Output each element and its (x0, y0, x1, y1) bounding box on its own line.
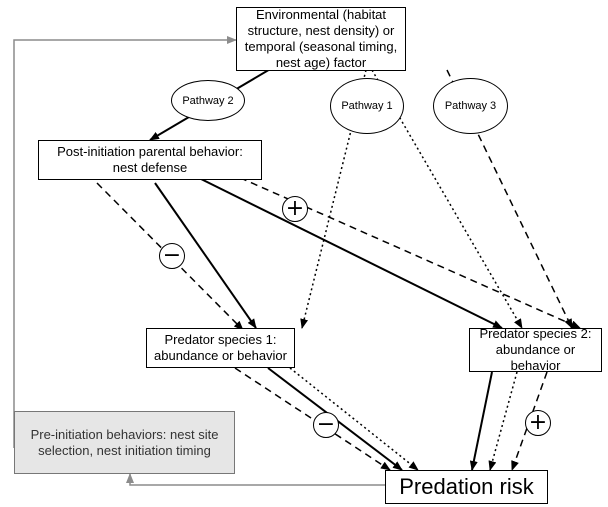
predator2-dotted-to-risk (488, 371, 518, 471)
minus-sign-predator1: − (313, 412, 339, 438)
parental-solid-to-predator1 (154, 182, 257, 329)
plus-sign-parental: + (282, 196, 308, 222)
parental-behavior-box: Post-initiation parental behavior: nest … (38, 140, 262, 180)
pathway-1-ellipse: Pathway 1 (330, 78, 404, 134)
predation-risk-box: Predation risk (385, 470, 548, 504)
feedback-line-to-factor (13, 36, 237, 448)
predator-1-box: Predator species 1: abundance or behavio… (146, 328, 295, 368)
factor-box: Environmental (habitat structure, nest d… (236, 7, 406, 71)
parental-solid-to-predator2 (194, 175, 503, 329)
pathway-2-ellipse: Pathway 2 (171, 80, 245, 121)
predator-2-box: Predator species 2: abundance or behavio… (469, 326, 602, 373)
feedback-line-to-preinit (126, 473, 385, 486)
pathway1-arrow-to-predator1 (300, 69, 367, 329)
plus-sign-predator2: + (525, 410, 551, 436)
predator1-dotted-to-risk (289, 367, 419, 471)
predator2-solid-to-risk (469, 371, 493, 471)
minus-sign-parental: − (159, 243, 185, 269)
parental-dashed-to-predator2 (217, 167, 581, 329)
pathway-3-ellipse: Pathway 3 (433, 78, 508, 134)
parental-dashed-to-predator1 (96, 182, 244, 331)
pre-initiation-box: Pre-initiation behaviors: nest site sele… (14, 411, 235, 474)
predator1-dashed-to-risk (234, 367, 391, 471)
